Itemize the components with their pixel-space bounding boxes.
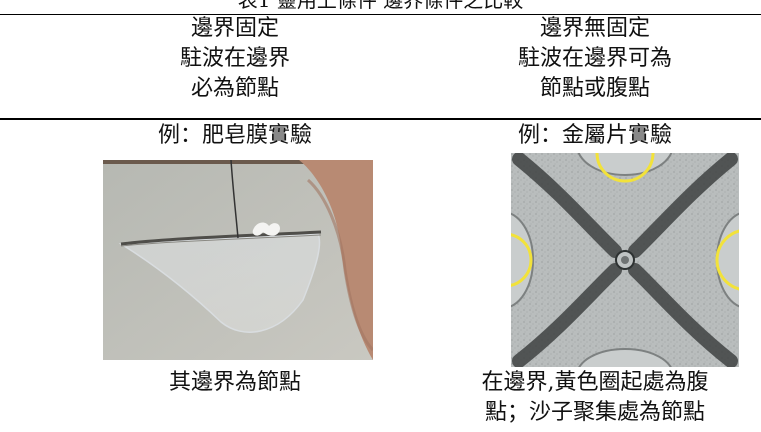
left-example-title: 例：肥皂膜實驗 — [157, 123, 312, 148]
left-condition-line-2: 駐波在邊界 — [179, 46, 290, 71]
antinode-circle-left — [511, 233, 533, 287]
right-result-line-2: 點；沙子聚集處為節點 — [484, 400, 705, 425]
soap-film-photo — [103, 160, 373, 360]
right-condition: 邊界無固定 駐波在邊界可為 節點或腹點 — [445, 14, 745, 104]
right-condition-line-1: 邊界無固定 — [539, 16, 650, 41]
top-rule — [0, 14, 761, 15]
left-condition-line-1: 邊界固定 — [190, 16, 279, 41]
right-condition-line-2: 駐波在邊界可為 — [517, 46, 672, 71]
left-condition: 邊界固定 駐波在邊界 必為節點 — [85, 14, 385, 104]
left-result: 其邊界為節點 — [168, 370, 301, 395]
right-result: 在邊界,黃色圈起處為腹 點；沙子聚集處為節點 — [445, 368, 745, 428]
right-condition-line-3: 節點或腹點 — [539, 76, 650, 101]
antinode-circle-right — [715, 229, 739, 291]
table-caption: 表1 靈用上條件 邊界條件之比較 — [237, 0, 524, 12]
middle-rule — [0, 118, 761, 120]
metal-plate-photo — [511, 153, 739, 367]
right-example-title: 例：金屬片實驗 — [517, 123, 672, 148]
antinode-circle-top — [595, 153, 655, 183]
left-condition-line-3: 必為節點 — [190, 76, 279, 101]
right-result-line-1: 在邊界,黃色圈起處為腹 — [481, 370, 709, 395]
